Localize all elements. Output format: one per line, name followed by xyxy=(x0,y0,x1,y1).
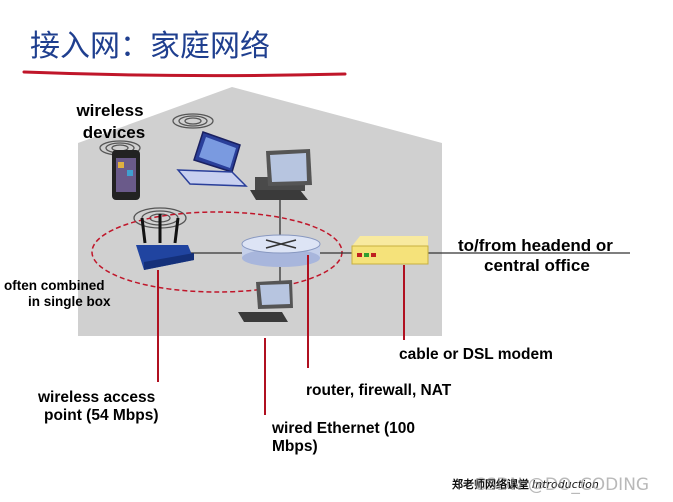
wired-ethernet-label-line1: wired Ethernet (100 xyxy=(271,420,415,437)
smartphone-icon xyxy=(112,150,140,200)
cable-modem-icon xyxy=(351,236,429,265)
page-title: 接入网：家庭网络 xyxy=(30,29,270,64)
footer-section-name: Introduction xyxy=(532,478,599,491)
watermark-text: CSDN @DO_CODING xyxy=(474,475,649,495)
footer-course-name: 郑老师网络课堂 xyxy=(452,477,529,491)
router-label: router, firewall, NAT xyxy=(306,382,452,399)
house-shape xyxy=(78,87,442,336)
wireless-access-point-label-line1: wireless access xyxy=(37,389,155,406)
network-links xyxy=(188,200,630,282)
wireless-access-point-label-line2: point (54 Mbps) xyxy=(44,407,159,424)
combined-box-ellipse xyxy=(91,211,343,293)
desktop-computer-icon xyxy=(250,149,312,200)
wireless-devices-label-line1: wireless xyxy=(75,101,143,120)
laptop-icon xyxy=(176,131,248,187)
often-combined-label-line1: often combined xyxy=(4,278,105,293)
headend-label-line1: to/from headend or xyxy=(458,236,613,255)
often-combined-label-line2: in single box xyxy=(28,294,111,309)
router-icon xyxy=(241,234,321,267)
cable-modem-label: cable or DSL modem xyxy=(399,346,553,363)
wired-ethernet-label-line2: Mbps) xyxy=(272,438,318,455)
leader-lines xyxy=(157,255,405,415)
wireless-router-icon xyxy=(136,214,194,270)
wired-desktop-icon xyxy=(238,280,293,322)
headend-label-line2: central office xyxy=(484,256,590,275)
title-underline xyxy=(22,70,347,78)
wireless-devices-label-line2: devices xyxy=(83,123,145,142)
